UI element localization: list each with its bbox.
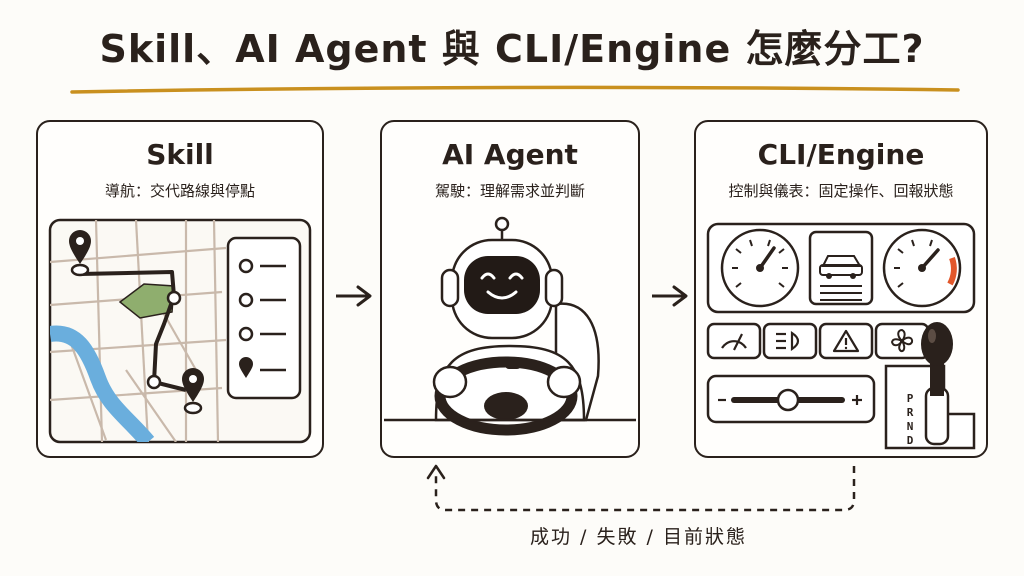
arrow-right-icon <box>336 285 372 307</box>
skill-panel-subtitle: 導航：交代路線與停點 <box>104 182 255 200</box>
car-status-display <box>808 230 874 306</box>
ai-agent-panel-title: AI Agent <box>442 138 578 171</box>
robot-face-screen <box>464 256 540 314</box>
gear-letter-r: R <box>907 406 914 419</box>
slider-knob <box>776 388 800 412</box>
wiper-icon <box>706 322 762 360</box>
end-pin-icon <box>182 368 204 415</box>
fan-icon <box>874 322 930 360</box>
car-icon <box>819 255 863 279</box>
navigation-map-illustration <box>48 218 312 444</box>
skill-panel-title: Skill <box>146 138 214 171</box>
gear-letter-n: N <box>907 420 914 433</box>
feedback-label: 成功 / 失敗 / 目前狀態 <box>530 526 747 548</box>
gear-letter-p: P <box>907 392 914 405</box>
cli-engine-panel: CLI/Engine 控制與儀表：固定操作、回報狀態 <box>694 120 988 458</box>
dashboard-illustration: P R N D <box>706 222 976 450</box>
gear-shifter-icon: P R N D <box>884 322 976 450</box>
cli-engine-panel-subtitle: 控制與儀表：固定操作、回報狀態 <box>728 182 954 200</box>
title-underline <box>70 85 960 94</box>
stops-list <box>226 236 302 400</box>
headlight-icon <box>762 322 818 360</box>
tachometer-gauge <box>882 228 962 308</box>
arrow-up-icon <box>426 464 446 480</box>
speedometer-gauge <box>720 228 800 308</box>
ai-agent-panel-subtitle: 駕駛：理解需求並判斷 <box>434 182 585 200</box>
skill-panel: Skill 導航：交代路線與停點 <box>36 120 324 458</box>
page-title: Skill、AI Agent 與 CLI/Engine 怎麼分工? <box>99 27 925 71</box>
robot-driver-illustration <box>384 216 636 436</box>
cli-engine-panel-title: CLI/Engine <box>757 138 925 171</box>
ai-agent-panel: AI Agent 駕駛：理解需求並判斷 <box>380 120 640 458</box>
control-slider <box>706 374 876 424</box>
hazard-warning-icon <box>818 322 874 360</box>
start-pin-icon <box>69 230 91 277</box>
gear-letter-d: D <box>907 434 914 447</box>
stop-pin-icon <box>239 357 253 378</box>
arrow-right-icon <box>652 285 688 307</box>
